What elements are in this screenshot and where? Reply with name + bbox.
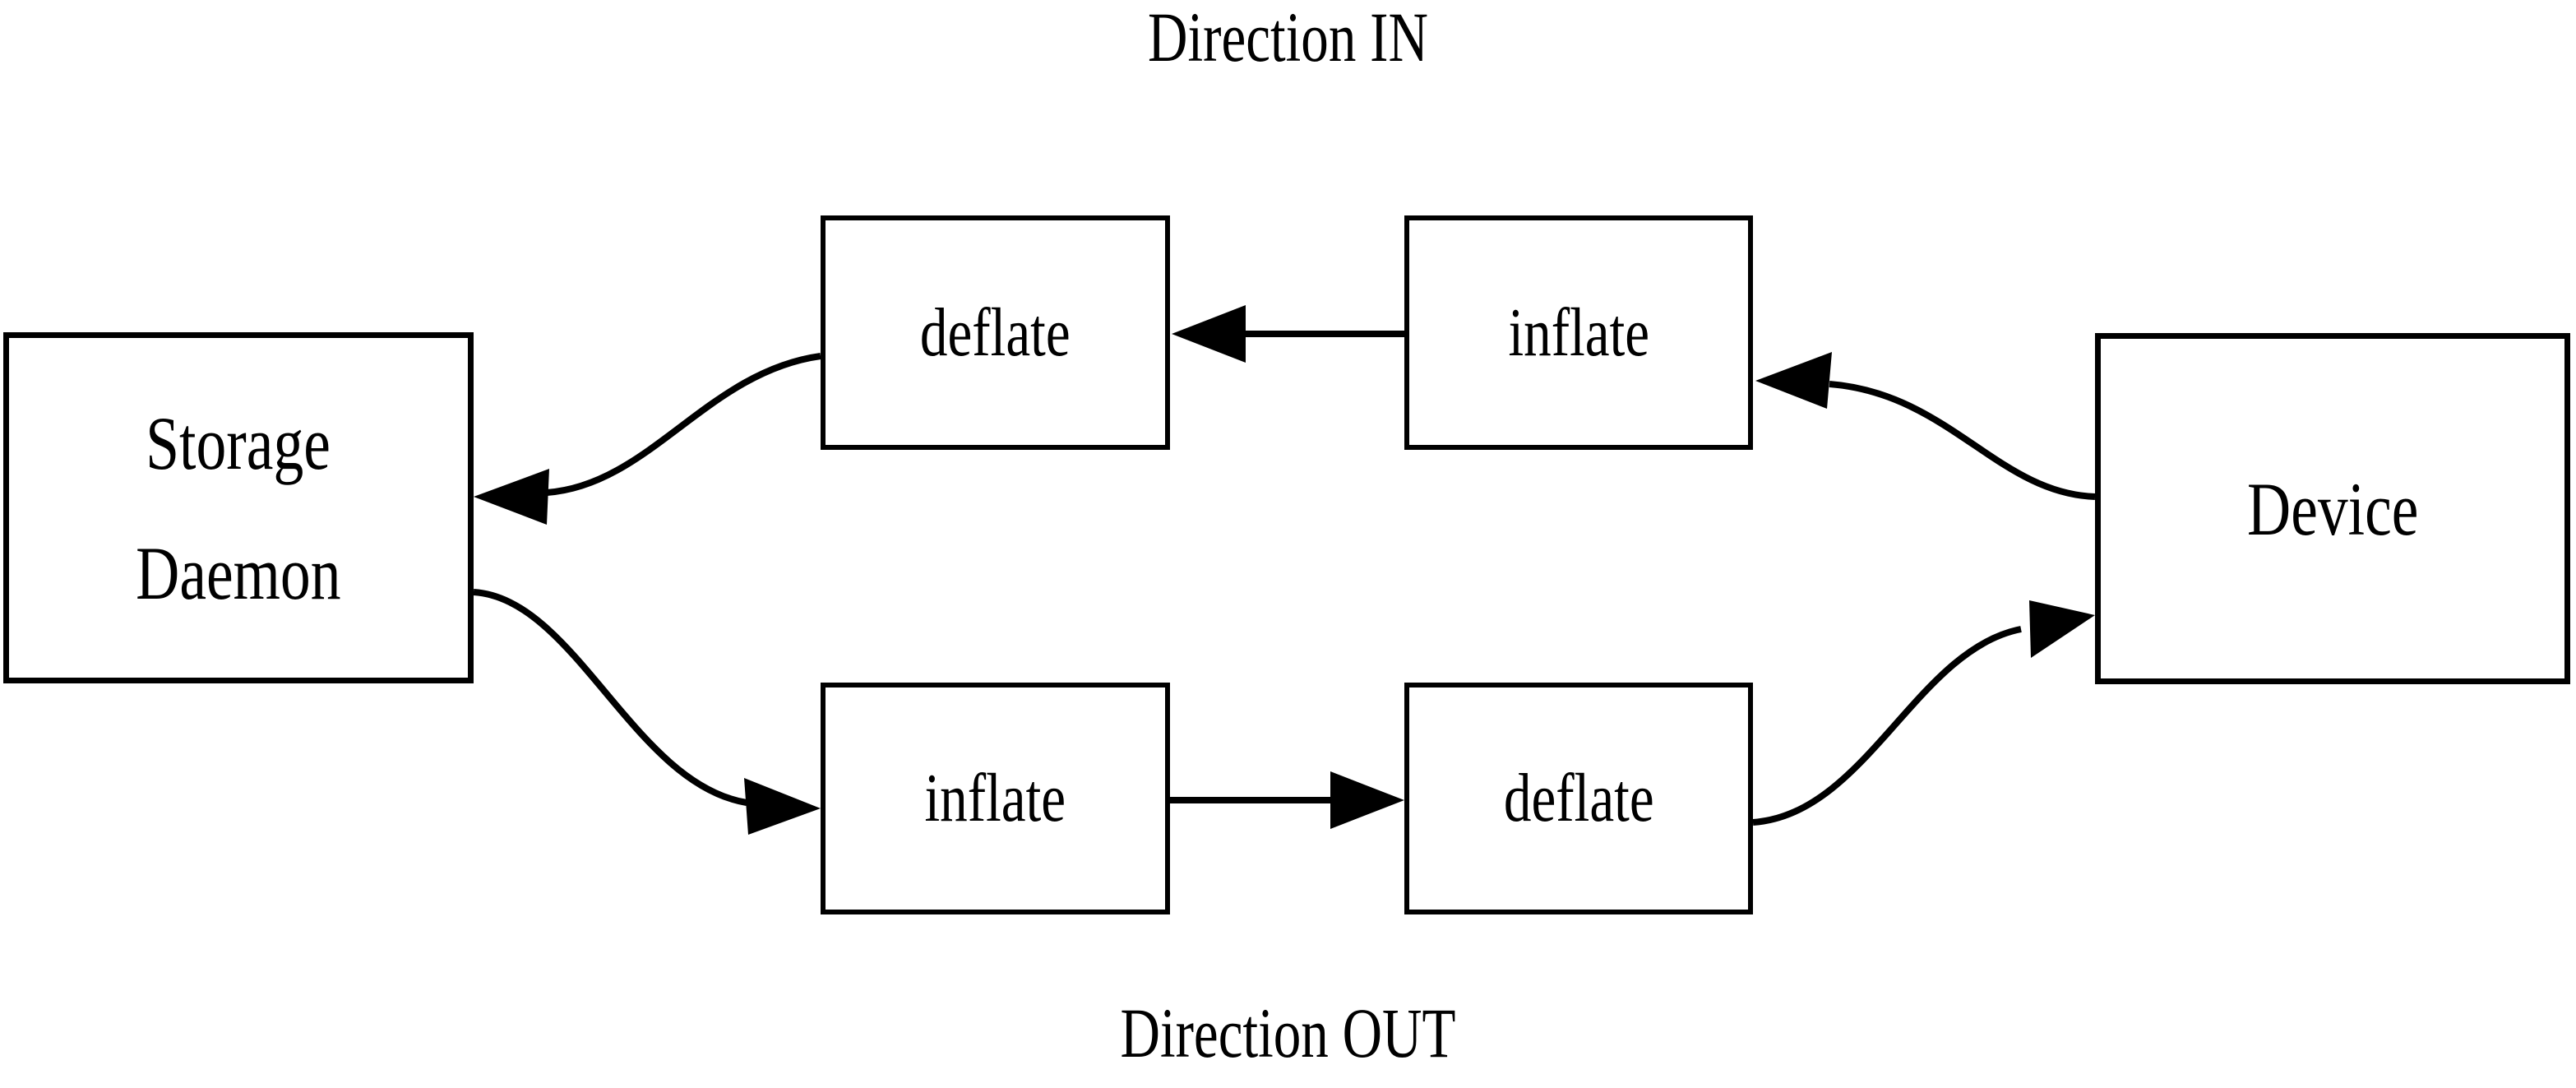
node-inflate-in-label: inflate [1508, 294, 1649, 371]
node-device-label: Device [2246, 466, 2419, 551]
edge-storage-daemon-to-inflate-out [473, 589, 821, 835]
node-device[interactable]: Device [2095, 333, 2570, 684]
edge-device-to-inflate-in [1755, 352, 2096, 500]
node-storage-daemon-label-line2: Daemon [136, 530, 341, 615]
node-deflate-out[interactable]: deflate [1404, 683, 1753, 914]
node-storage-daemon-label-line1: Storage [146, 400, 331, 485]
edge-storage-daemon-to-inflate-out-arrowhead [744, 778, 821, 835]
edge-inflate-in-to-deflate-in-arrowhead [1172, 305, 1246, 363]
edge-deflate-in-to-storage-daemon [474, 353, 821, 525]
edge-deflate-out-to-device [1752, 600, 2095, 826]
node-storage-daemon[interactable]: Storage Daemon [3, 332, 474, 683]
edge-storage-daemon-to-inflate-out-line [473, 589, 747, 806]
edge-inflate-in-to-deflate-in [1172, 305, 1404, 363]
edge-deflate-out-to-device-arrowhead [2029, 600, 2095, 658]
node-inflate-out[interactable]: inflate [821, 683, 1170, 914]
edge-device-to-inflate-in-line [1829, 381, 2096, 500]
node-deflate-in-label: deflate [920, 294, 1071, 371]
direction-in-label: Direction IN [1148, 0, 1428, 76]
node-inflate-in[interactable]: inflate [1404, 215, 1753, 450]
edge-inflate-out-to-deflate-out [1170, 771, 1404, 829]
edge-inflate-out-to-deflate-out-arrowhead [1330, 771, 1404, 829]
edge-device-to-inflate-in-arrowhead [1755, 352, 1832, 409]
node-deflate-in[interactable]: deflate [821, 215, 1170, 450]
edge-deflate-in-to-storage-daemon-arrowhead [474, 469, 549, 525]
edge-deflate-in-to-storage-daemon-line [546, 353, 821, 496]
node-deflate-out-label: deflate [1503, 760, 1654, 836]
direction-out-label: Direction OUT [1120, 993, 1456, 1072]
node-inflate-out-label: inflate [924, 760, 1066, 836]
edge-deflate-out-to-device-line [1752, 626, 2022, 826]
